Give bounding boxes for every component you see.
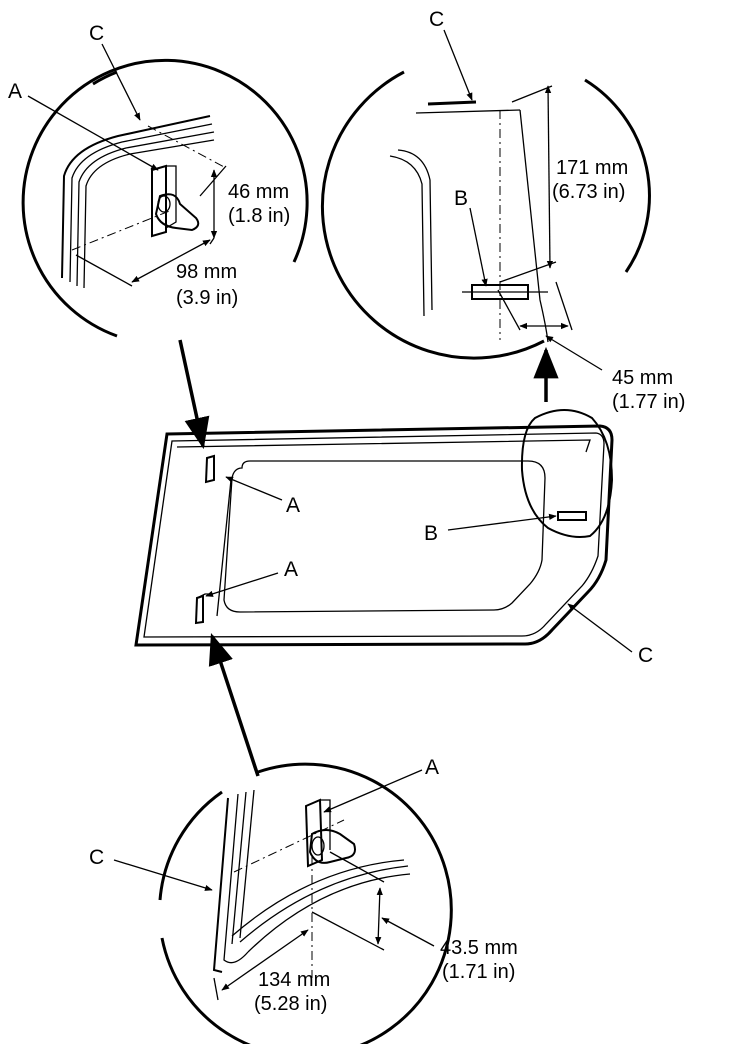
connector-bottom (208, 633, 260, 777)
label-c-bottom: C (89, 846, 104, 869)
dim-top-right-horizontal-mm: 45 mm (612, 367, 673, 389)
label-a-top-left: A (8, 80, 22, 103)
detail-circle-top-right (320, 70, 651, 360)
dim-bottom-vertical-mm: 43.5 mm (440, 937, 518, 959)
dim-top-right-vertical-in: (6.73 in) (552, 181, 625, 203)
dim-bottom-horizontal-mm: 134 mm (258, 969, 330, 991)
dim-top-left-vertical-in: (1.8 in) (228, 205, 290, 227)
detail-highlight-circle (520, 409, 614, 538)
leaders (27, 29, 633, 947)
label-b-top-right: B (454, 187, 468, 210)
label-c-top-right: C (429, 8, 444, 31)
label-c-top-left: C (89, 22, 104, 45)
detail-circle-bottom (158, 762, 453, 1044)
dim-bottom-vertical-in: (1.71 in) (442, 961, 515, 983)
dim-bottom-horizontal-in: (5.28 in) (254, 993, 327, 1015)
dim-top-left-horizontal-mm: 98 mm (176, 261, 237, 283)
panel-clip-upper (204, 454, 215, 484)
panel-spacer (557, 511, 587, 521)
label-a-bottom: A (425, 756, 439, 779)
dim-top-left-vertical-mm: 46 mm (228, 181, 289, 203)
glass-panel (134, 424, 614, 647)
label-b-panel: B (424, 522, 438, 545)
dim-top-right-vertical-mm: 171 mm (556, 157, 628, 179)
label-a-panel-lower: A (284, 558, 298, 581)
dim-top-right-horizontal-in: (1.77 in) (612, 391, 685, 413)
detail-circle-top-left (21, 58, 309, 338)
label-c-panel: C (638, 644, 653, 667)
dim-top-left-horizontal-in: (3.9 in) (176, 287, 238, 309)
connector-top-left (178, 339, 210, 450)
label-a-panel-upper: A (286, 494, 300, 517)
panel-clip-lower (194, 593, 211, 625)
